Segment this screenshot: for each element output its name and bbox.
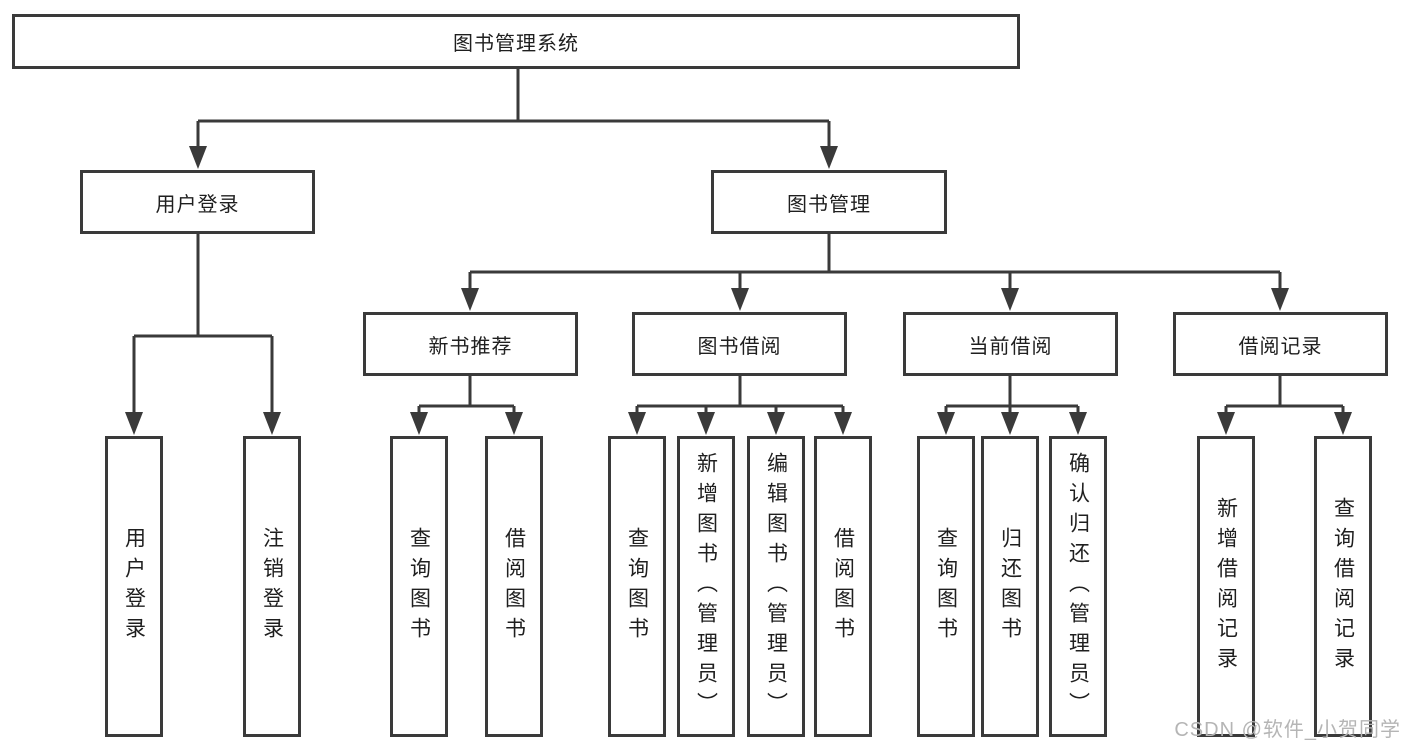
arrowhead — [263, 412, 281, 435]
node-current-borrow-label: 当前借阅 — [968, 335, 1053, 358]
arrowhead — [1001, 288, 1019, 311]
arrowhead — [937, 412, 955, 435]
leaf-label: 确认归还（管理员） — [1066, 451, 1090, 722]
node-root-label: 图书管理系统 — [453, 33, 579, 55]
node-book-management-label: 图书管理 — [787, 193, 871, 216]
connector-book-borrow — [635, 376, 845, 413]
node-root: 图书管理系统 — [12, 14, 1020, 69]
node-borrow-records: 借阅记录 — [1173, 312, 1388, 376]
leaf-query-borrow-record: 查询借阅记录 — [1314, 436, 1372, 737]
leaf-edit-book-admin: 编辑图书（管理员） — [747, 436, 805, 737]
arrowhead — [189, 146, 207, 169]
leaf-label: 查询借阅记录 — [1331, 496, 1355, 677]
leaf-borrow-books: 借阅图书 — [814, 436, 872, 737]
leaf-label: 注销登录 — [260, 526, 284, 647]
connector-new-book-recommend — [417, 376, 516, 413]
arrowhead — [1001, 412, 1019, 435]
leaf-label: 编辑图书（管理员） — [764, 451, 788, 722]
leaf-query-books-current: 查询图书 — [917, 436, 975, 737]
connector-borrow-records — [1224, 376, 1345, 413]
leaf-label: 查询图书 — [625, 526, 649, 647]
arrowhead — [1217, 412, 1235, 435]
leaf-label: 归还图书 — [998, 526, 1022, 647]
arrowhead — [125, 412, 143, 435]
leaf-borrow-books-recommend: 借阅图书 — [485, 436, 543, 737]
connector-current-borrow — [944, 376, 1080, 413]
arrowhead — [628, 412, 646, 435]
leaf-add-borrow-record: 新增借阅记录 — [1197, 436, 1255, 737]
arrowhead — [731, 288, 749, 311]
arrowhead — [834, 412, 852, 435]
leaf-label: 新增借阅记录 — [1214, 496, 1238, 677]
node-new-book-recommend: 新书推荐 — [363, 312, 578, 376]
leaf-label: 查询图书 — [407, 526, 431, 647]
node-book-borrow: 图书借阅 — [632, 312, 847, 376]
leaf-query-books-recommend: 查询图书 — [390, 436, 448, 737]
arrowhead — [820, 146, 838, 169]
arrowhead — [1069, 412, 1087, 435]
node-current-borrow: 当前借阅 — [903, 312, 1118, 376]
node-new-book-recommend-label: 新书推荐 — [428, 335, 513, 358]
node-user-login: 用户登录 — [80, 170, 315, 234]
leaf-label: 借阅图书 — [831, 526, 855, 647]
leaf-query-books-borrow: 查询图书 — [608, 436, 666, 737]
arrowhead — [767, 412, 785, 435]
arrowhead — [461, 288, 479, 311]
csdn-watermark: CSDN @软件_小贺同学 — [1174, 719, 1401, 741]
leaf-return-book: 归还图书 — [981, 436, 1039, 737]
arrowhead — [697, 412, 715, 435]
leaf-label: 新增图书（管理员） — [694, 451, 718, 722]
node-book-management: 图书管理 — [711, 170, 947, 234]
leaf-label: 用户登录 — [122, 526, 146, 647]
connector-user-login — [132, 234, 274, 413]
arrowhead — [410, 412, 428, 435]
leaf-label: 查询图书 — [934, 526, 958, 647]
connector-book-management — [468, 234, 1282, 289]
node-user-login-label: 用户登录 — [155, 193, 240, 216]
arrowhead — [1334, 412, 1352, 435]
leaf-logout: 注销登录 — [243, 436, 301, 737]
leaf-confirm-return-admin: 确认归还（管理员） — [1049, 436, 1107, 737]
node-borrow-records-label: 借阅记录 — [1238, 335, 1323, 358]
leaf-user-login: 用户登录 — [105, 436, 163, 737]
arrowhead — [1271, 288, 1289, 311]
leaf-label: 借阅图书 — [502, 526, 526, 647]
leaf-add-book-admin: 新增图书（管理员） — [677, 436, 735, 737]
arrowhead — [505, 412, 523, 435]
connector-root — [196, 69, 831, 147]
node-book-borrow-label: 图书借阅 — [697, 335, 782, 358]
